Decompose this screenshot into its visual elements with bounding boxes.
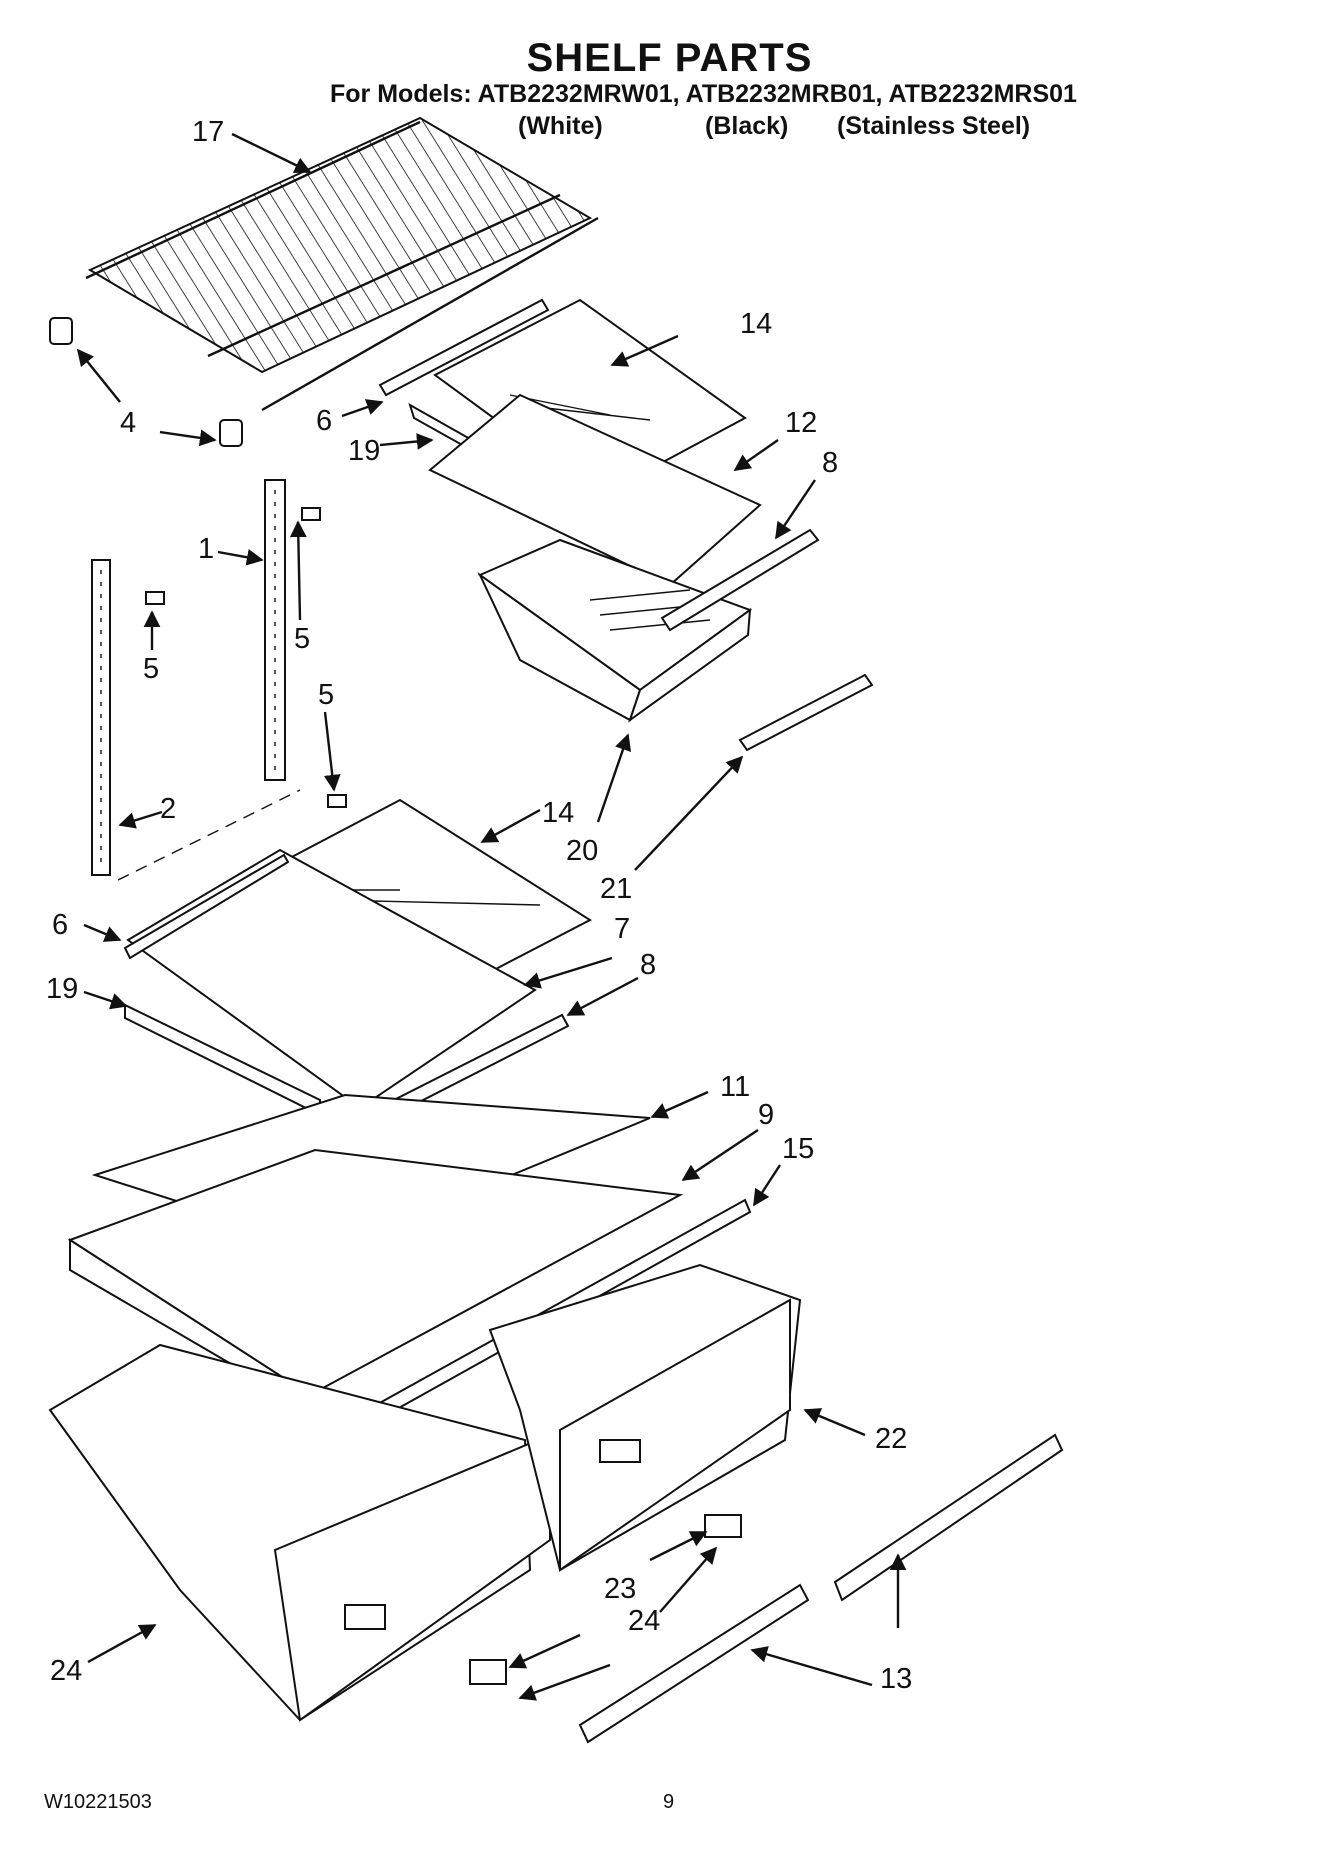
callout-5-b: 5 [143,653,159,685]
callout-6-upper: 6 [316,405,332,437]
callout-4: 4 [120,407,136,439]
callout-1: 1 [198,533,214,565]
page-number: 9 [663,1791,675,1813]
shelf-support [49,317,243,447]
callout-24-left: 24 [50,1655,82,1687]
leader-lines [76,132,907,1701]
document-number: W10221503 [44,1791,152,1813]
variant-black: (Black) [705,112,789,140]
callout-13: 13 [880,1663,912,1695]
trim-strip-21 [738,673,874,752]
callout-14-middle: 14 [542,797,574,829]
middle-glass-shelf [123,798,593,1122]
callout-22: 22 [875,1423,907,1455]
page-title: SHELF PARTS [526,36,813,80]
callout-14-upper: 14 [740,308,772,340]
callout-labels: 17 14 4 6 19 12 8 1 5 5 5 2 14 20 21 6 7… [46,116,912,1695]
callout-9: 9 [758,1099,774,1131]
callout-19-middle: 19 [46,973,78,1005]
callout-23: 23 [604,1573,636,1605]
callout-24-right: 24 [628,1605,660,1637]
callout-5-c: 5 [318,679,334,711]
callout-20: 20 [566,835,598,867]
callout-2: 2 [160,793,176,825]
shelf-ladder-rails [91,479,347,881]
upper-crisper-pan [477,528,820,723]
callout-5-a: 5 [294,623,310,655]
callout-7: 7 [614,913,630,945]
callout-11: 11 [720,1071,750,1103]
callout-15: 15 [782,1133,814,1165]
callout-8-middle: 8 [640,949,656,981]
callout-17: 17 [192,116,224,148]
models-line: For Models: ATB2232MRW01, ATB2232MRB01, … [330,80,1077,108]
callout-6-middle: 6 [52,909,68,941]
variant-stainless: (Stainless Steel) [837,112,1031,140]
variant-white: (White) [518,112,603,140]
upper-glass-shelf [378,298,762,587]
callout-19-upper: 19 [348,435,380,467]
callout-21: 21 [600,873,632,905]
lower-crisper-drawers [48,1263,802,1722]
callout-12: 12 [785,407,817,439]
callout-8-upper: 8 [822,447,838,479]
